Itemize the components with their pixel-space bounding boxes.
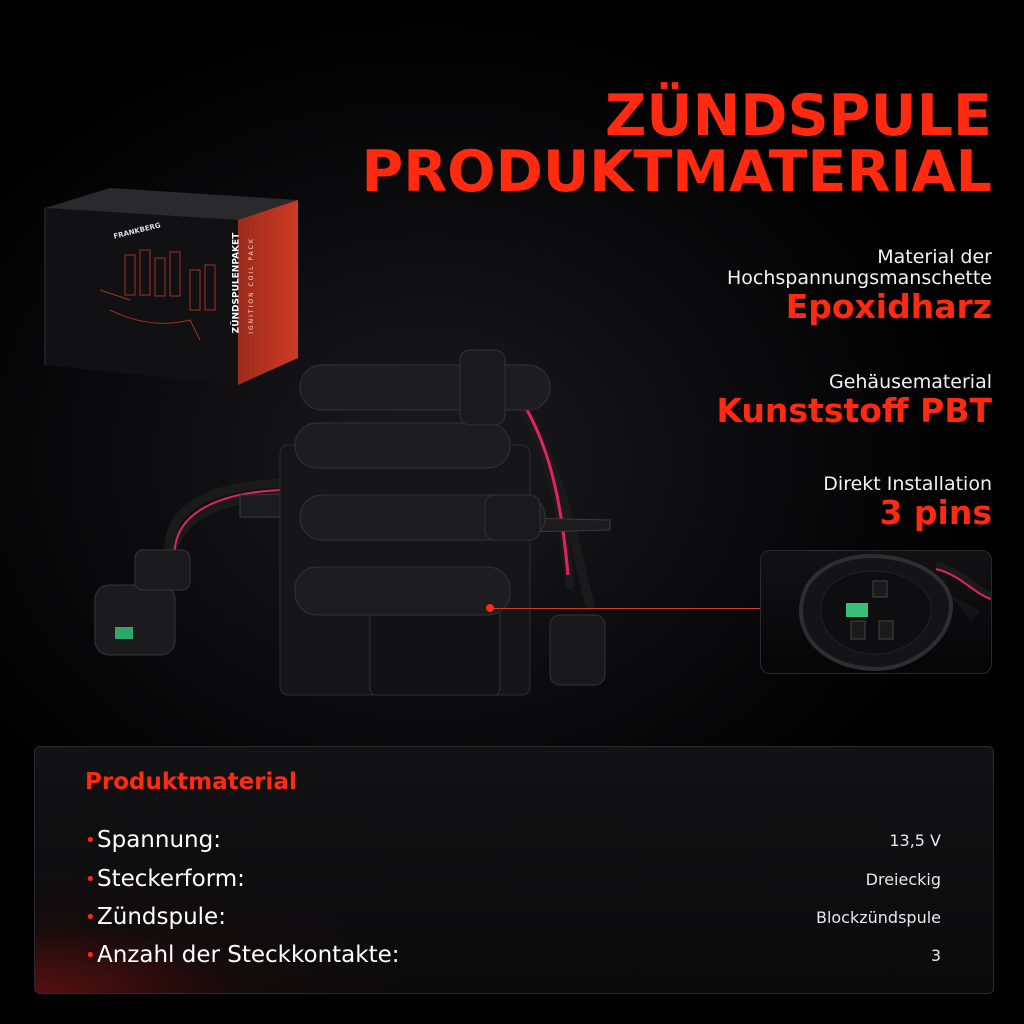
panel-title: Produktmaterial: [85, 769, 297, 795]
row-value: 13,5 V: [889, 831, 941, 850]
spec-label-line1: Material der: [877, 246, 992, 268]
ignition-coil-image: [94, 349, 611, 696]
page-title: ZÜNDSPULE PRODUKTMATERIAL: [361, 83, 992, 205]
spec-label-line1: Direkt Installation: [823, 473, 992, 495]
title-line-1: ZÜNDSPULE: [604, 83, 992, 149]
callout-leader-line: [490, 608, 760, 609]
spec-row: • Anzahl der Steckkontakte: 3: [85, 942, 941, 972]
product-material-panel: Produktmaterial • Spannung: 13,5 V • Ste…: [34, 746, 994, 994]
spec-value: Kunststoff PBT: [716, 391, 992, 430]
row-value: Dreieckig: [865, 870, 941, 889]
row-value: 3: [930, 946, 941, 965]
bullet: •: [85, 945, 96, 966]
spec-label-line2: Hochspannungsmanschette: [727, 267, 992, 289]
row-key: Steckerform:: [97, 866, 245, 892]
spec-label-line1: Gehäusematerial: [828, 371, 992, 393]
spec-row: • Spannung: 13,5 V: [85, 827, 941, 857]
spec-pins: Direkt Installation 3 pins: [823, 474, 992, 531]
connector-detail-image: [798, 553, 991, 672]
spec-value: Epoxidharz: [785, 287, 992, 326]
bullet: •: [85, 830, 96, 851]
row-key: Zündspule:: [97, 904, 226, 930]
box-sublabel: IGNITION COIL PACK: [247, 237, 255, 334]
row-key: Anzahl der Steckkontakte:: [97, 942, 400, 968]
spec-row: • Zündspule: Blockzündspule: [85, 904, 941, 934]
connector-detail-inset: [760, 550, 992, 674]
spec-housing: Gehäusematerial Kunststoff PBT: [716, 372, 992, 429]
spec-value: 3 pins: [879, 493, 992, 532]
row-key: Spannung:: [97, 827, 221, 853]
spec-epoxy: Material der Hochspannungsmanschette Epo…: [727, 247, 992, 325]
box-label: ZÜNDSPULENPAKET: [231, 232, 242, 334]
title-line-2: PRODUKTMATERIAL: [361, 139, 992, 205]
bullet: •: [85, 907, 96, 928]
callout-dot: [486, 604, 494, 612]
product-box: [44, 188, 298, 385]
spec-row: • Steckerform: Dreieckig: [85, 866, 941, 896]
bullet: •: [85, 869, 96, 890]
row-value: Blockzündspule: [815, 908, 941, 927]
